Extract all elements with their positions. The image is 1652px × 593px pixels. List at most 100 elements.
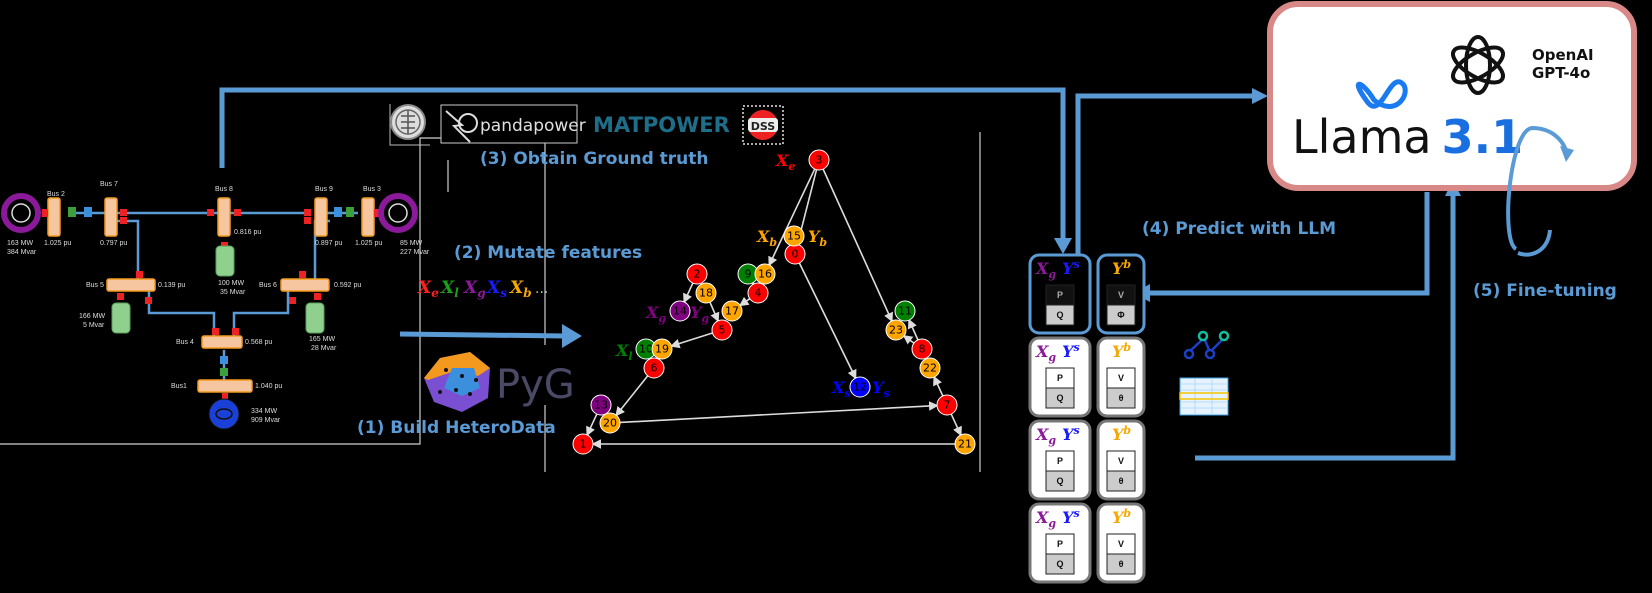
graph-node: 1 xyxy=(573,434,593,454)
graph-node: 17 xyxy=(722,301,742,321)
graph-node-id: 10 xyxy=(639,343,653,356)
graph-edge xyxy=(799,263,855,378)
load-bus8-p: 100 MW xyxy=(218,280,244,287)
graph-node: 8 xyxy=(912,339,932,359)
dss-wordmark: DSS xyxy=(751,120,776,133)
card-cell: P xyxy=(1057,456,1063,466)
card-cell: Q xyxy=(1056,559,1063,569)
pyg-logo: PyG xyxy=(424,352,575,412)
graph-edge xyxy=(740,299,750,306)
card-cell: V xyxy=(1118,539,1124,549)
card-cell: θ xyxy=(1119,559,1124,569)
card-cell: Q xyxy=(1056,393,1063,403)
graph-edge xyxy=(909,320,918,340)
graph-node: 12 xyxy=(850,377,870,397)
matpower-wordmark: MATPOWER xyxy=(593,113,730,137)
graph-node-id: 8 xyxy=(919,343,926,356)
bus5-label: Bus 5 xyxy=(86,282,104,289)
graph-node: 14 xyxy=(670,301,690,321)
graph-node-id: 17 xyxy=(725,305,739,318)
graph-edge xyxy=(684,283,693,302)
graph-node: 18 xyxy=(696,283,716,303)
arrow-mutate xyxy=(400,334,565,336)
bus5-voltage: 0.139 pu xyxy=(158,282,185,289)
graph-label-yb: Yb xyxy=(808,227,827,249)
card-cell: V xyxy=(1118,456,1124,466)
card-cell: θ xyxy=(1119,476,1124,486)
graph-node-id: 4 xyxy=(755,287,762,300)
graph-node-id: 1 xyxy=(580,438,587,451)
graph-label-xs: Xs xyxy=(831,378,851,400)
graph-label-ys: Ys xyxy=(872,378,890,400)
graph-node: 20 xyxy=(600,413,620,433)
graph-node-id: 0 xyxy=(792,248,799,261)
graph-node-id: 12 xyxy=(853,381,867,394)
graph-node-id: 14 xyxy=(673,305,687,318)
llama-word: Llama xyxy=(1292,110,1432,164)
bus8-voltage: 0.816 pu xyxy=(234,229,261,236)
graph-node-id: 22 xyxy=(923,362,937,375)
generator-bottom xyxy=(209,399,239,429)
pandapower-wordmark: pandapower xyxy=(480,116,586,136)
graph-node-id: 18 xyxy=(699,287,713,300)
pyg-wordmark: PyG xyxy=(496,362,575,408)
graph-node: 11 xyxy=(895,301,915,321)
bus2-label: Bus 2 xyxy=(47,191,65,198)
gen-bottom-p: 334 MW xyxy=(251,408,277,415)
bus1-voltage: 1.040 pu xyxy=(255,383,282,390)
bus9-label: Bus 9 xyxy=(315,186,333,193)
graph-node: 15 xyxy=(784,226,804,246)
graph-node-id: 23 xyxy=(889,324,903,337)
load-bus6-q: 28 Mvar xyxy=(311,345,337,352)
graph-node: 19 xyxy=(652,339,672,359)
bus7-label: Bus 7 xyxy=(100,181,118,188)
generator-left xyxy=(4,196,38,230)
step-2-label: (2) Mutate features xyxy=(454,243,642,263)
graph-node: 3 xyxy=(809,150,829,170)
graph-node: 4 xyxy=(748,283,768,303)
graph-node: 23 xyxy=(886,320,906,340)
graph-node-id: 11 xyxy=(898,305,912,318)
graph-node-id: 19 xyxy=(655,343,669,356)
card-cell: P xyxy=(1057,373,1063,383)
feature-symbol: Xb xyxy=(509,278,532,300)
graph-node-id: 21 xyxy=(958,438,972,451)
graph-edge xyxy=(823,169,892,321)
graph-node-id: 5 xyxy=(719,324,726,337)
feature-symbol: Xg xyxy=(463,278,486,300)
bus1-label: Bus1 xyxy=(171,383,187,390)
step-1-label: (1) Build HeteroData xyxy=(357,418,556,438)
gen-bottom-q: 909 Mvar xyxy=(251,417,281,424)
gen-right-p: 85 MW xyxy=(400,240,423,247)
card-cell: P xyxy=(1057,290,1063,300)
bus6-label: Bus 6 xyxy=(259,282,277,289)
graph-node: 6 xyxy=(644,358,664,378)
graph-node-id: 3 xyxy=(816,154,823,167)
load-bus8-q: 35 Mvar xyxy=(220,289,246,296)
graph-node: 13 xyxy=(591,395,611,415)
graph-label-xe: Xe xyxy=(775,151,795,173)
card-cell: V xyxy=(1118,290,1124,300)
gen-right-q: 227 Mvar xyxy=(400,249,430,256)
step-4-label: (4) Predict with LLM xyxy=(1142,219,1336,239)
opendss-logo: DSS xyxy=(743,106,783,144)
gen-left-p: 163 MW xyxy=(7,240,33,247)
graph-node-id: 15 xyxy=(787,230,801,243)
bus7-voltage: 0.797 pu xyxy=(100,240,127,247)
graph-node-id: 9 xyxy=(745,268,752,281)
graph-node: 7 xyxy=(937,395,957,415)
graph-node: 16 xyxy=(755,264,775,284)
power-grid-diagram: Bus 2 1.025 pu Bus 7 0.797 pu Bus 8 0.81… xyxy=(4,181,430,429)
graph-label-xb: Xb xyxy=(756,227,777,249)
graph-node-id: 13 xyxy=(594,399,608,412)
bus3-voltage: 1.025 pu xyxy=(355,240,382,247)
bus4-voltage: 0.568 pu xyxy=(245,339,272,346)
card-cell: V xyxy=(1118,373,1124,383)
